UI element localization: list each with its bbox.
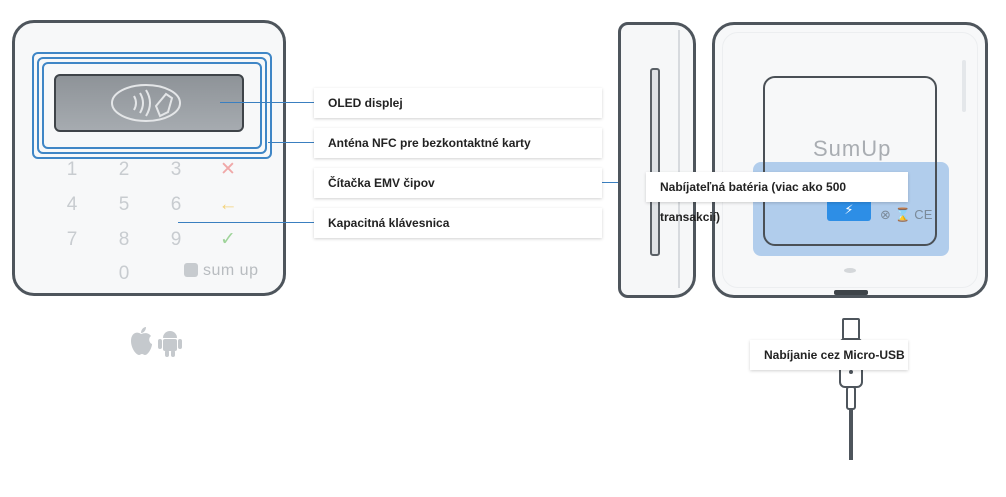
key-7: 7 [66, 229, 78, 250]
key-3: 3 [170, 159, 182, 180]
key-5: 5 [118, 194, 130, 215]
micro-usb-plug-icon [842, 318, 860, 340]
status-led [844, 268, 856, 273]
back-inner-bevel [722, 32, 978, 288]
contactless-icon [111, 84, 181, 122]
key-9: 9 [170, 229, 182, 250]
nfc-antenna-ring-inner [42, 62, 262, 149]
back-brand: SumUp [813, 136, 892, 161]
key-0: 0 [118, 263, 130, 284]
oled-leader-line [220, 102, 314, 103]
oled-label: OLED displej [314, 88, 602, 118]
apple-icon [131, 327, 152, 355]
usb-connector-dot [849, 370, 853, 374]
key-8: 8 [118, 229, 130, 250]
battery-cover [763, 76, 937, 246]
certification-marks-icon: ⊗ ⌛ CE [880, 207, 933, 222]
cancel-key-icon: ✕ [220, 159, 236, 180]
front-brand: sum up [184, 262, 258, 280]
key-2: 2 [118, 159, 130, 180]
sumup-logo-icon [184, 263, 198, 277]
emv-card-slot [650, 68, 660, 256]
usb-label: Nabíjanie cez Micro-USB [750, 340, 908, 370]
battery-label: Nabíjateľná batéria (viac ako 500 transa… [646, 172, 908, 224]
emv-label: Čítačka EMV čipov [314, 168, 602, 198]
back-side-groove [962, 60, 966, 112]
battery-bolt-icon: ⚡ [827, 199, 871, 221]
key-6: 6 [170, 194, 182, 215]
key-1: 1 [66, 159, 78, 180]
key-4: 4 [66, 194, 78, 215]
ok-key-icon: ✓ [220, 229, 236, 250]
front-brand-text: sum up [203, 262, 259, 279]
usb-cable [849, 408, 853, 460]
back-key-icon: ← [218, 194, 238, 215]
side-edge [678, 30, 680, 288]
keyboard-label: Kapacitná klávesnica [314, 208, 602, 238]
oled-display [54, 74, 244, 132]
nfc-antenna-ring-outer [32, 52, 272, 159]
usb-port [834, 290, 868, 295]
usb-strain-relief [846, 386, 856, 410]
nfc-leader-line [268, 142, 314, 143]
android-icon [158, 331, 182, 357]
nfc-antenna-ring-middle [37, 57, 267, 154]
nfc-label: Anténa NFC pre bezkontaktné karty [314, 128, 602, 158]
keyboard-leader-line [178, 222, 314, 223]
